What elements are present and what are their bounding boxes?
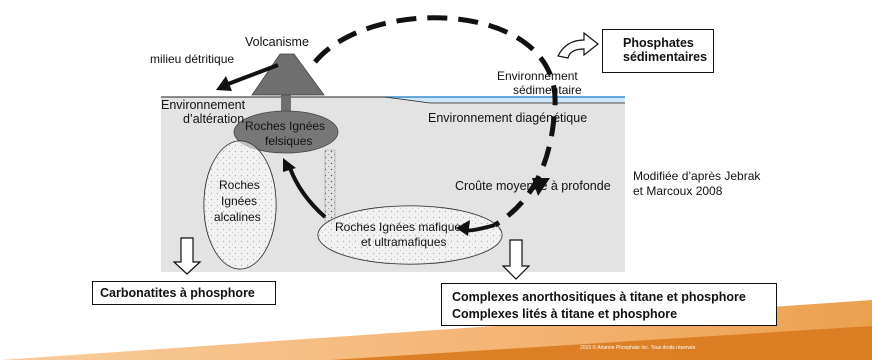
- label-env-alteration-2: d’altération: [183, 112, 244, 126]
- complexes-line-2: Complexes lités à titane et phosphore: [452, 307, 678, 321]
- complexes-line-1: Complexes anorthositiques à titane et ph…: [452, 290, 746, 304]
- carbonatites-down-arrow: [172, 237, 202, 275]
- volcano-conduit: [281, 88, 291, 122]
- phosphates-outline-arrow: [557, 31, 599, 59]
- label-roches-alcalines-3: alcalines: [214, 210, 261, 224]
- phosphates-box: Phosphates sédimentaires: [602, 29, 714, 73]
- label-roches-mafiques-1: Roches Ignées mafiques: [335, 220, 467, 234]
- label-roches-mafiques-2: et ultramafiques: [361, 235, 446, 249]
- label-croute: Croûte moyenne à profonde: [455, 179, 611, 193]
- detritic-arrow-head: [216, 76, 232, 91]
- phosphate-cycle-dashed: [313, 15, 558, 228]
- label-roches-alcalines-2: Ignées: [221, 194, 257, 208]
- mafic-rocks-ellipse-bg: [318, 206, 502, 264]
- label-source-1: Modifiée d’après Jebrak: [633, 169, 761, 183]
- mafic-to-felsic-arrow: [288, 167, 327, 219]
- alkaline-rocks-ellipse-bg: [204, 141, 276, 269]
- cycle-return-arrow-head: [456, 220, 470, 236]
- footer-band-dark: [330, 326, 872, 360]
- volcano-cone: [251, 53, 325, 96]
- label-roches-alcalines-1: Roches: [219, 178, 260, 192]
- sea-water: [385, 97, 625, 103]
- complexes-down-arrow: [501, 239, 531, 280]
- mafic-to-felsic-arrow-head: [283, 158, 296, 172]
- phosphates-line-2: sédimentaires: [623, 50, 708, 64]
- complexes-box: Complexes anorthositiques à titane et ph…: [441, 283, 777, 326]
- label-roches-felsiques-1: Roches Ignées: [245, 119, 325, 133]
- label-env-sedimentaire-2: sédimentaire: [513, 83, 582, 97]
- sea-floor-line: [384, 96, 431, 104]
- label-env-diagenetique: Environnement diagénétique: [428, 111, 587, 125]
- label-source-2: et Marcoux 2008: [633, 184, 723, 198]
- cycle-arrow-head: [532, 178, 550, 196]
- footer-credit: 2015 © Arianne Phosphate Inc. Tous droit…: [580, 345, 696, 351]
- label-roches-felsiques-2: felsiques: [265, 134, 312, 148]
- carbonatites-box: Carbonatites à phosphore: [92, 281, 276, 305]
- label-env-sedimentaire-1: Environnement: [497, 69, 578, 83]
- dotted-dyke: [324, 149, 336, 223]
- phosphates-line-1: Phosphates: [623, 36, 694, 50]
- felsic-rocks-ellipse: [233, 110, 339, 154]
- label-volcanisme: Volcanisme: [245, 35, 309, 49]
- label-milieu-detritique: milieu détritique: [150, 52, 234, 66]
- detritic-arrow-shaft: [227, 63, 279, 86]
- carbonatites-text: Carbonatites à phosphore: [100, 286, 255, 300]
- label-env-alteration-1: Environnement: [161, 98, 246, 112]
